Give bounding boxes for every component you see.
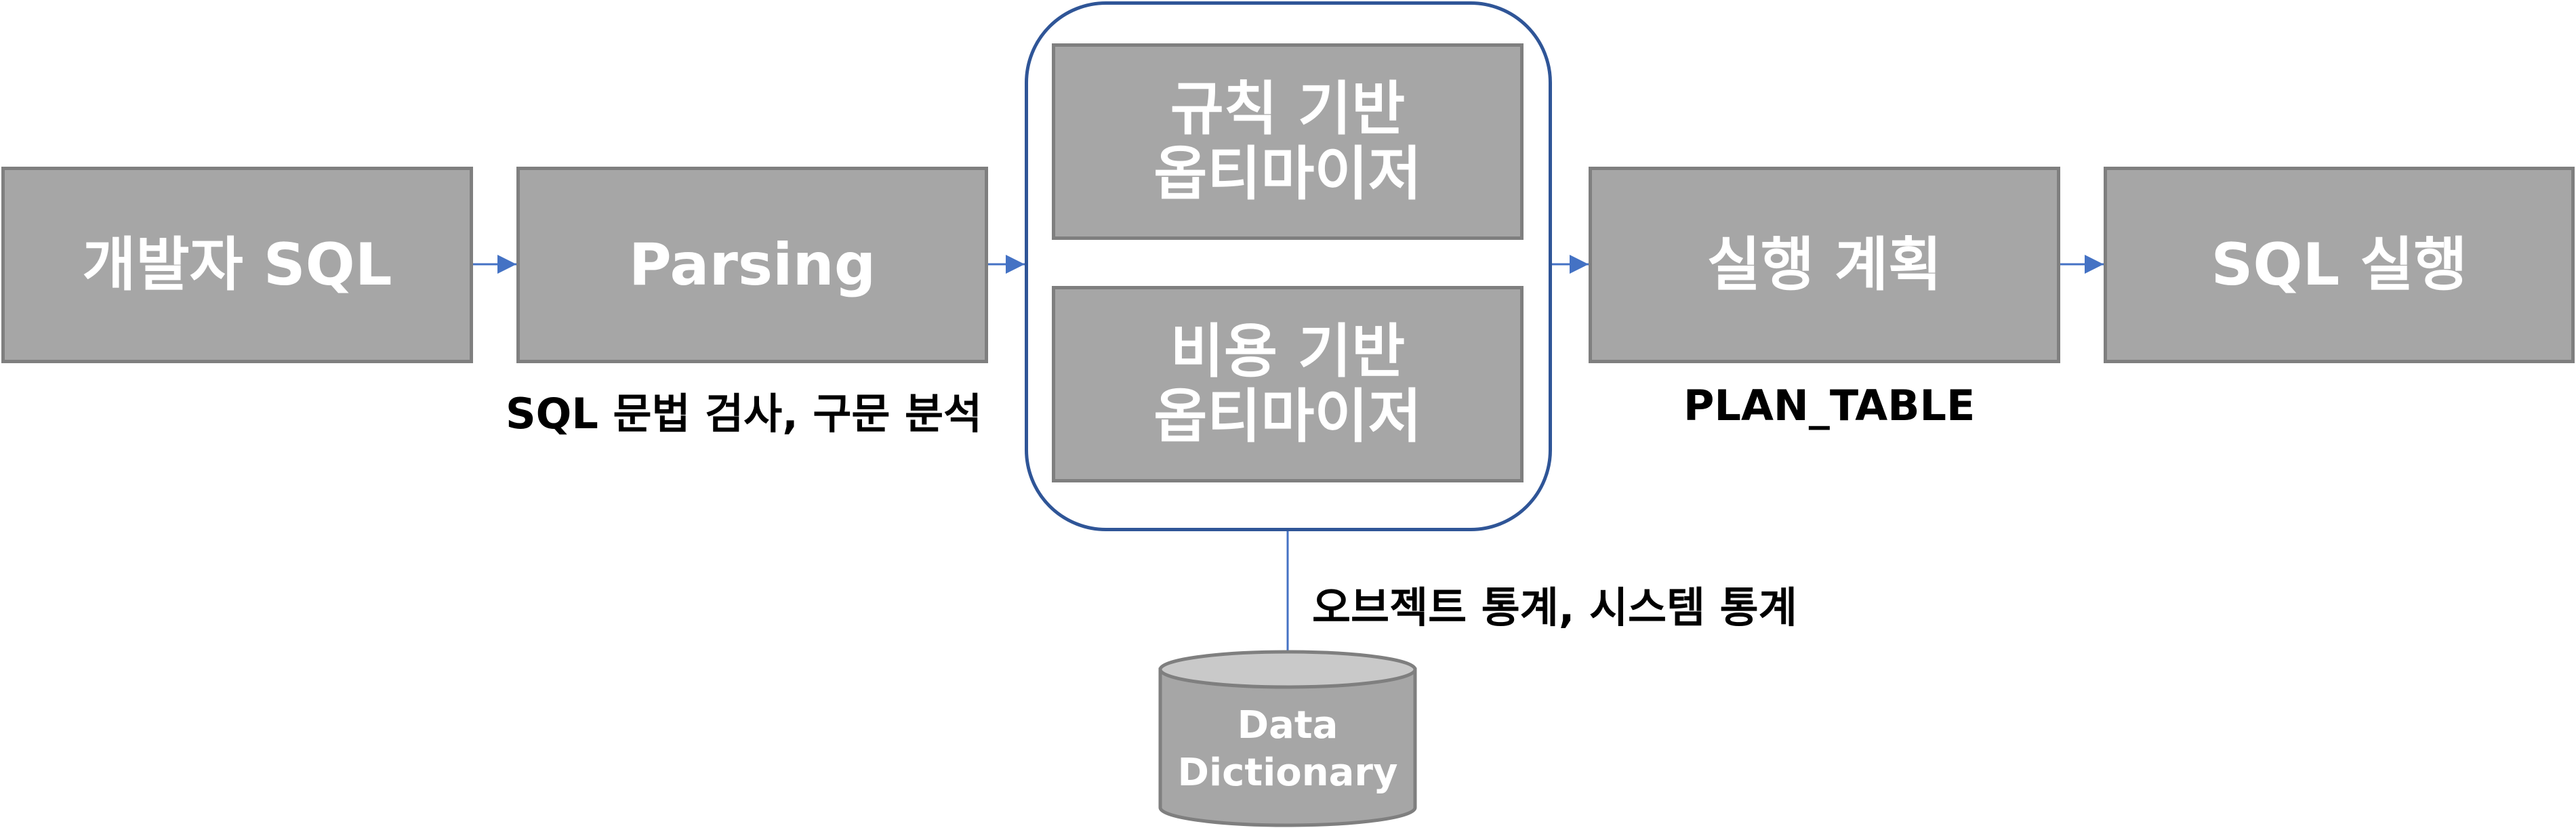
- execution-plan-label: 실행 계획: [1706, 230, 1942, 299]
- plan-table-caption: PLAN_TABLE: [1683, 381, 1976, 430]
- data-dictionary-label: Data Dictionary: [1177, 703, 1398, 795]
- statistics-caption: 오브젝트 통계, 시스템 통계: [1312, 583, 1797, 632]
- arrow-plan-to-execution: [2060, 255, 2104, 274]
- parsing-label: Parsing: [628, 230, 876, 299]
- rule-based-optimizer-label: 규칙 기반 옵티마이저: [1153, 75, 1422, 208]
- sql-execution-box: SQL 실행: [2104, 167, 2575, 363]
- cost-based-optimizer-label: 비용 기반 옵티마이저: [1153, 317, 1422, 451]
- arrow-parsing-to-optimizer: [988, 255, 1025, 274]
- arrow-optimizer-to-plan: [1552, 255, 1589, 274]
- cost-based-optimizer-box: 비용 기반 옵티마이저: [1052, 286, 1524, 482]
- arrow-developer-to-parsing: [473, 255, 516, 274]
- sql-execution-label: SQL 실행: [2211, 230, 2468, 299]
- data-dictionary-cylinder: [1158, 650, 1417, 827]
- developer-sql-label: 개발자 SQL: [82, 230, 392, 299]
- execution-plan-box: 실행 계획: [1589, 167, 2060, 363]
- parsing-caption: SQL 문법 검사, 구문 분석: [506, 389, 983, 438]
- rule-based-optimizer-box: 규칙 기반 옵티마이저: [1052, 43, 1524, 240]
- developer-sql-box: 개발자 SQL: [1, 167, 473, 363]
- parsing-box: Parsing: [516, 167, 988, 363]
